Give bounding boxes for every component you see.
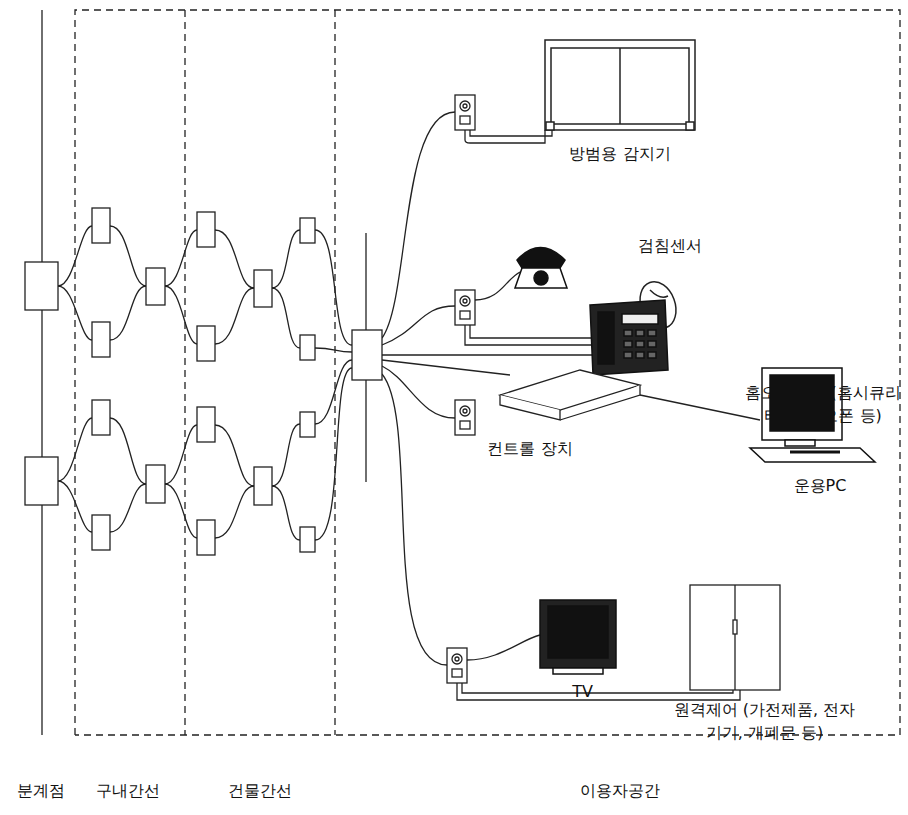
region-label: 분계점	[2, 779, 80, 802]
region-label: 건물간선	[214, 779, 306, 802]
device-label: 방범용 감지기	[555, 142, 685, 165]
region-label: 이용자공간	[555, 779, 685, 802]
device-label: 원격제어 (가전제품, 전자기기, 개폐문 등)	[672, 698, 857, 744]
device-label: 검침센서	[625, 234, 715, 257]
region-label: 구내간선	[82, 779, 174, 802]
device-label: 홈오토장치 (홈시큐리티, 비디오폰 등)	[742, 381, 904, 427]
device-label: 운용PC	[780, 474, 860, 497]
device-label: TV	[555, 680, 610, 703]
device-label: 컨트롤 장치	[475, 437, 585, 460]
